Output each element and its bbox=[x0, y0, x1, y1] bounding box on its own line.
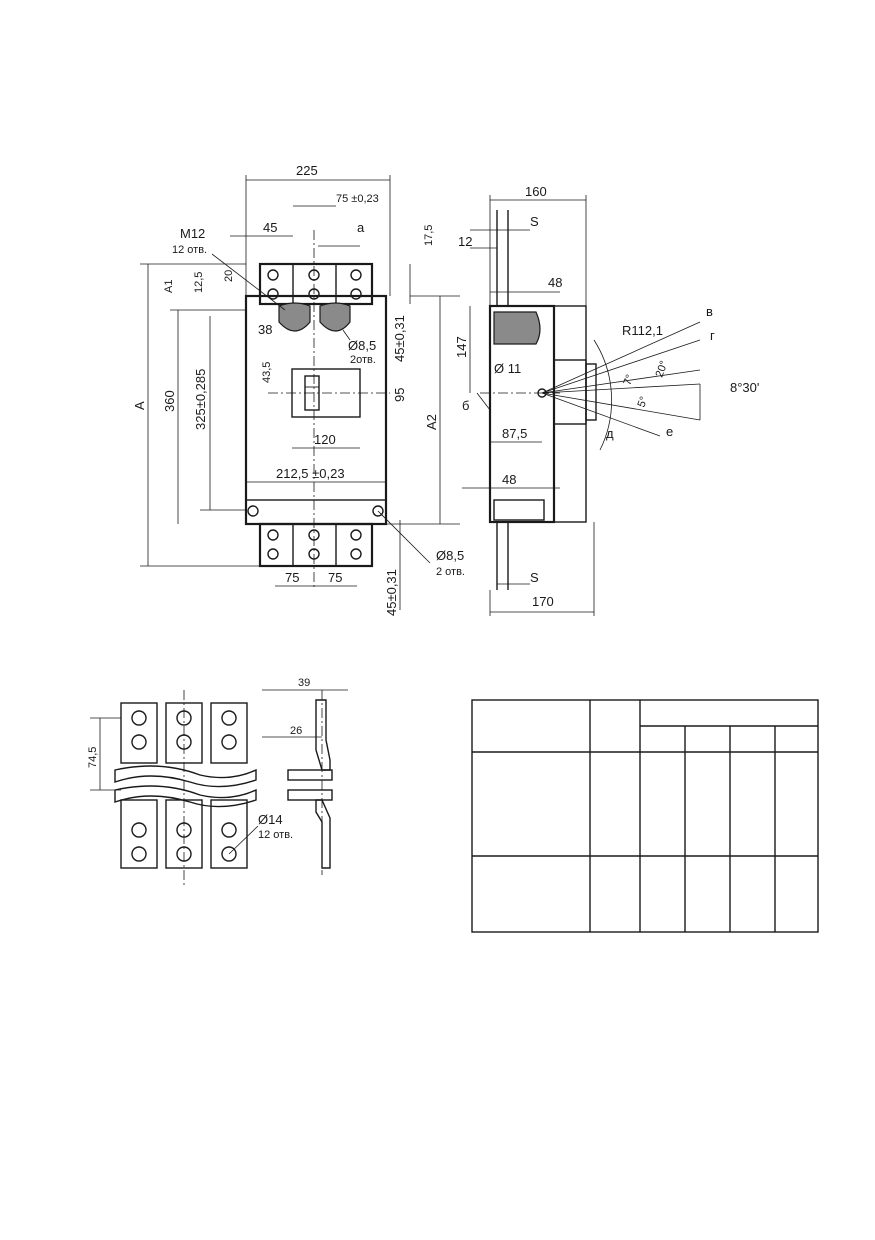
label-b: б bbox=[462, 398, 469, 413]
radius: R112,1 bbox=[622, 323, 663, 338]
dim-45-031-bottom: 45±0,31 bbox=[384, 569, 399, 616]
dim-170: 170 bbox=[532, 594, 554, 609]
dim-38: 38 bbox=[258, 322, 272, 337]
dim-45-031-top: 45±0,31 bbox=[392, 315, 407, 362]
side-hatch bbox=[493, 311, 541, 345]
dim-325: 325±0,285 bbox=[193, 369, 208, 430]
break-line-top bbox=[114, 765, 257, 788]
dim-360: 360 bbox=[162, 390, 177, 412]
dim-120: 120 bbox=[314, 432, 336, 447]
busbar-profile-bottom bbox=[315, 799, 331, 869]
bottom-terminal-block bbox=[258, 522, 374, 568]
label-d: д bbox=[606, 426, 614, 441]
hole-8-5-bottom: Ø8,5 bbox=[436, 548, 464, 563]
dim-17-5: 17,5 bbox=[423, 225, 435, 246]
label-g: г bbox=[710, 328, 715, 343]
dim-48-top: 48 bbox=[548, 275, 562, 290]
top-terminal-holes bbox=[267, 269, 362, 300]
dim-74-5: 74,5 bbox=[87, 747, 99, 768]
hole-12-busbar: 12 отв. bbox=[258, 829, 293, 841]
dim-a2: A2 bbox=[424, 414, 439, 430]
angle-5: 5° bbox=[636, 395, 651, 409]
dim-160: 160 bbox=[525, 184, 547, 199]
break-line-bottom bbox=[114, 785, 257, 808]
front-view: 225 75 ±0,23 45 а М12 12 отв. 17,5 12,5 … bbox=[132, 163, 465, 616]
label-a: а bbox=[357, 220, 365, 235]
thread-holes: 12 отв. bbox=[172, 244, 207, 256]
dim-95: 95 bbox=[392, 388, 407, 402]
dim-225: 225 bbox=[296, 163, 318, 178]
hole-14: Ø14 bbox=[258, 812, 283, 827]
angle-8-30: 8°30' bbox=[730, 380, 759, 395]
label-v: в bbox=[706, 304, 713, 319]
dim-s-top: S bbox=[530, 214, 539, 229]
side-view: 160 S 12 48 147 R112,1 в г Ø 11 7° 20° 8… bbox=[454, 184, 759, 616]
hole-8-5-top: Ø8,5 bbox=[348, 338, 376, 353]
dim-75-left: 75 bbox=[285, 570, 299, 585]
dim-75-023: 75 ±0,23 bbox=[336, 193, 379, 205]
dim-12-5: 12,5 bbox=[193, 272, 205, 293]
dim-26: 26 bbox=[290, 725, 302, 737]
dim-75-right: 75 bbox=[328, 570, 342, 585]
parameter-table bbox=[471, 699, 819, 933]
dim-20: 20 bbox=[223, 270, 235, 282]
dim-a1: A1 bbox=[163, 280, 175, 293]
hole-2-bottom: 2 отв. bbox=[436, 566, 465, 578]
dim-212-5: 212,5 ±0,23 bbox=[276, 466, 345, 481]
label-e: е bbox=[666, 424, 673, 439]
top-terminal-block bbox=[258, 262, 374, 306]
angle-7: 7° bbox=[622, 373, 637, 387]
busbar-profile-top bbox=[315, 699, 331, 771]
dim-39: 39 bbox=[298, 677, 310, 689]
dim-87-5: 87,5 bbox=[502, 426, 527, 441]
dim-43-5: 43,5 bbox=[261, 362, 273, 383]
dim-s-bottom: S bbox=[530, 570, 539, 585]
angle-20: 20° bbox=[654, 359, 671, 379]
dim-147: 147 bbox=[454, 336, 469, 358]
dim-48-bottom: 48 bbox=[502, 472, 516, 487]
busbar-view: 74,5 Ø14 12 отв. 39 26 bbox=[87, 677, 348, 885]
dim-a: A bbox=[132, 401, 147, 410]
hatched-slot-left bbox=[278, 302, 311, 332]
bottom-terminal-holes bbox=[267, 529, 362, 560]
dim-45: 45 bbox=[263, 220, 277, 235]
thread-m12: М12 bbox=[180, 226, 205, 241]
hole-2-top: 2отв. bbox=[350, 354, 376, 366]
hole-11-label: Ø 11 bbox=[494, 361, 521, 376]
hatched-slot-right bbox=[319, 302, 351, 332]
dim-12: 12 bbox=[458, 234, 472, 249]
